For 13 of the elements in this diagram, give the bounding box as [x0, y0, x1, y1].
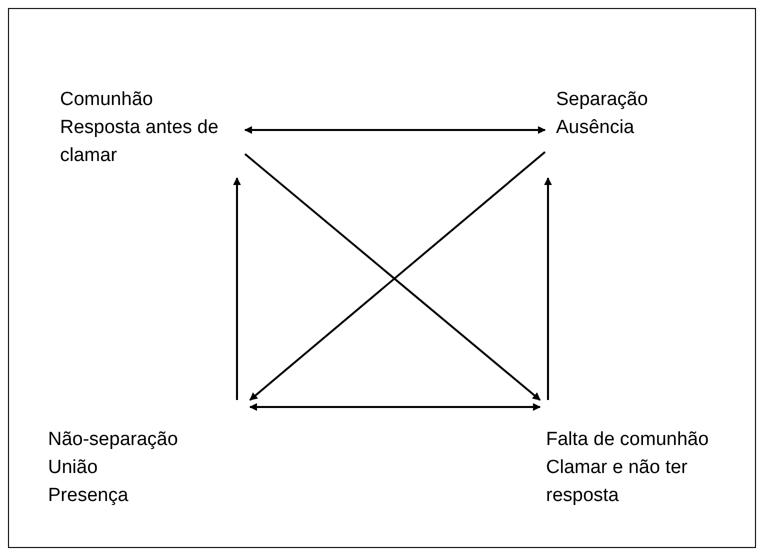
node-text: Resposta antes de clamar [60, 116, 220, 168]
arrow [244, 126, 546, 134]
arrow [544, 177, 552, 400]
node-text: Falta de comunhão [546, 428, 710, 452]
node-text: Comunhão [60, 88, 154, 112]
node-text: Separação [556, 88, 649, 112]
node-text: Presença [48, 484, 130, 508]
node-text: Não-separação [48, 428, 179, 452]
arrow [249, 403, 541, 411]
node-text: Ausência [556, 116, 636, 140]
arrow [233, 177, 241, 400]
node-text: União [48, 456, 99, 480]
node-text: Clamar e não ter resposta [546, 456, 689, 508]
